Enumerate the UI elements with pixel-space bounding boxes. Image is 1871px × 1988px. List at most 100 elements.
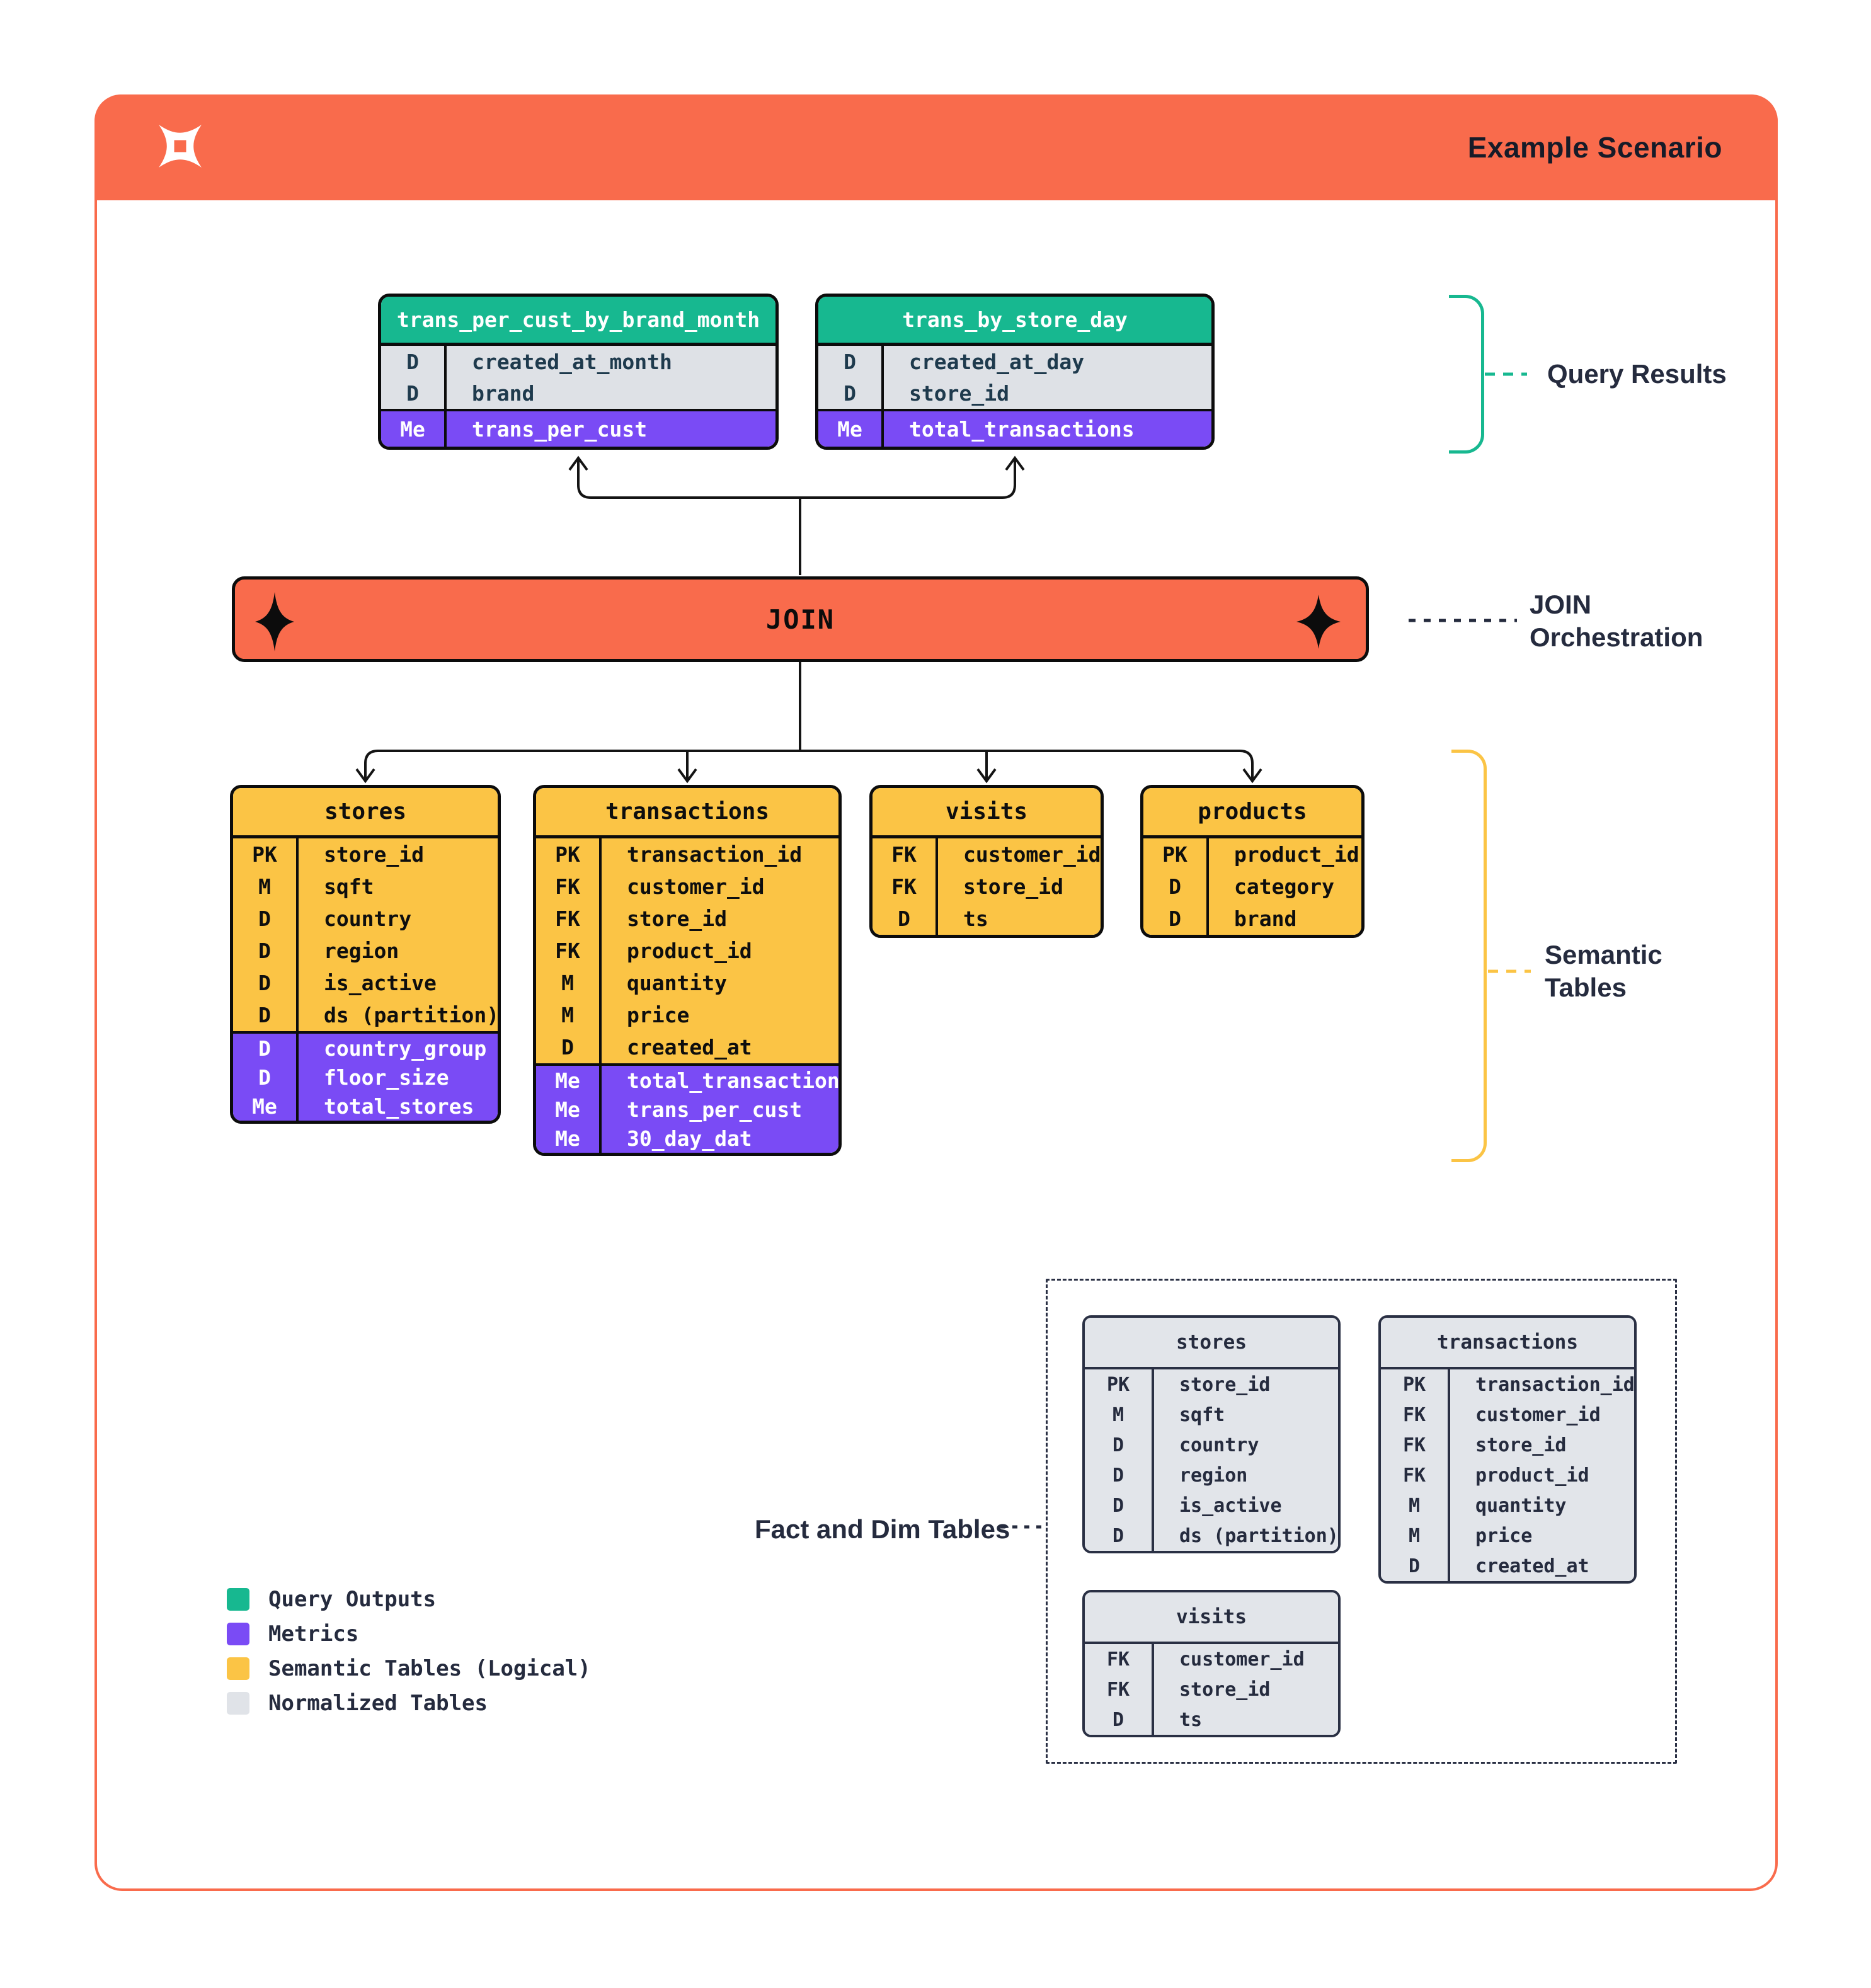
metrics-swatch (227, 1623, 249, 1645)
page-title: Example Scenario (1467, 131, 1722, 164)
table-title: stores (1085, 1318, 1338, 1369)
table-title: visits (1085, 1592, 1338, 1644)
query-outputs-swatch (227, 1588, 249, 1611)
sparkle-icon (255, 592, 294, 654)
join-label: JOIN (765, 603, 835, 635)
table-title: trans_per_cust_by_brand_month (381, 297, 775, 346)
legend-item: Metrics (227, 1621, 591, 1647)
legend: Query Outputs Metrics Semantic Tables (L… (227, 1587, 591, 1716)
semantic-tables-label: Semantic Tables (1545, 940, 1662, 1002)
table-title: transactions (536, 788, 838, 838)
fact-dim-tables-label: Fact and Dim Tables (755, 1514, 1010, 1544)
legend-item: Query Outputs (227, 1587, 591, 1612)
semantic-tables-swatch (227, 1657, 249, 1680)
table-title: trans_by_store_day (818, 297, 1211, 346)
sparkle-icon (1296, 595, 1341, 652)
legend-item: Semantic Tables (Logical) (227, 1656, 591, 1681)
table-title: products (1143, 788, 1361, 838)
table-title: transactions (1381, 1318, 1634, 1369)
card-header: Example Scenario (94, 94, 1778, 200)
fact-dim-tables-box (1046, 1279, 1677, 1764)
legend-item: Normalized Tables (227, 1691, 591, 1716)
query-results-bracket (1449, 295, 1484, 454)
table-title: visits (873, 788, 1101, 838)
normalized-tables-swatch (227, 1692, 249, 1715)
semantic-tables-bracket (1451, 750, 1487, 1162)
join-orchestration-bar: JOIN (232, 576, 1369, 662)
join-orchestration-label: JOIN Orchestration (1530, 590, 1703, 652)
table-title: stores (233, 788, 498, 838)
sparkle-x-logo-icon (150, 116, 210, 180)
